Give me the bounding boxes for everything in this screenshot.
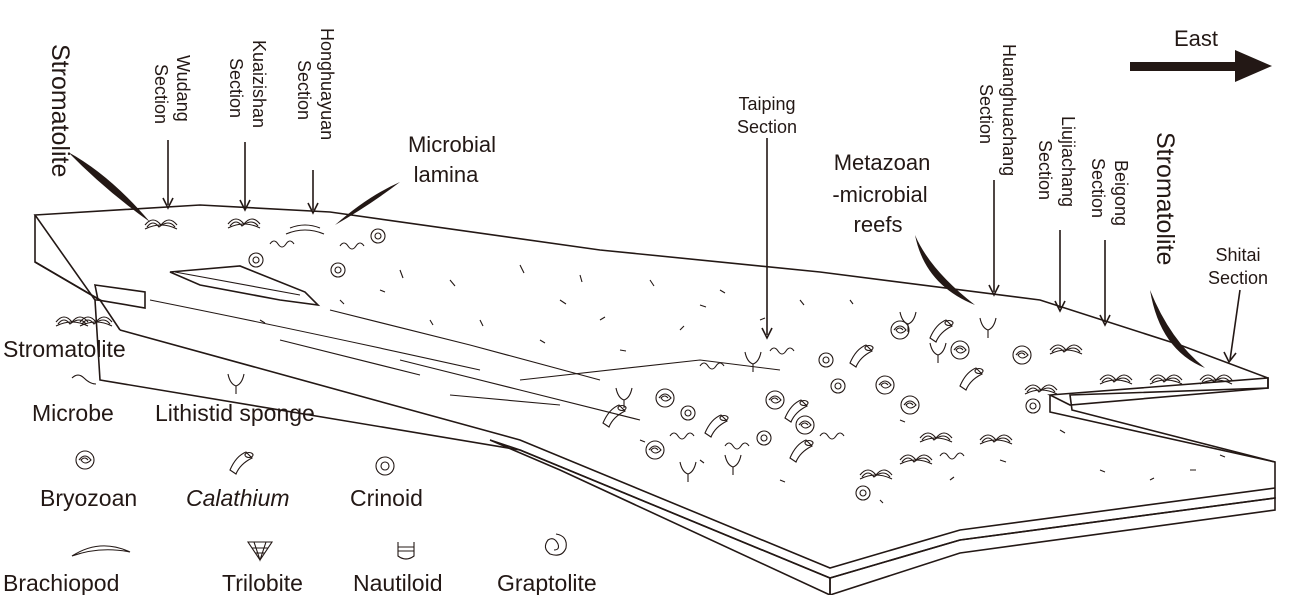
section-beigong-1: Beigong — [1111, 160, 1131, 226]
callout-microbial-lamina-2: lamina — [414, 162, 480, 187]
nautiloid-icon — [398, 542, 414, 559]
legend-microbe: Microbe — [32, 400, 114, 426]
legend-nautiloid: Nautiloid — [353, 570, 443, 595]
section-huanghuachang-2: Section — [976, 84, 996, 144]
sediment-texture — [260, 265, 1225, 503]
brachiopod-icon — [72, 546, 130, 556]
callout-metazoan-1: Metazoan — [834, 150, 931, 175]
section-wudang-2: Section — [151, 64, 171, 124]
crinoid-icon — [376, 457, 394, 475]
callout-metazoan-2: -microbial — [832, 182, 927, 207]
fossil-field — [145, 219, 1232, 500]
bryozoan-icon — [76, 451, 94, 469]
legend-graptolite: Graptolite — [497, 570, 597, 595]
calathium-icon — [230, 452, 253, 474]
callout-microbial-lamina-1: Microbial — [408, 132, 496, 157]
section-huanghuachang-1: Huanghuachang — [999, 44, 1019, 176]
legend: Stromatolite Microbe Lithistid sponge Br… — [3, 317, 597, 595]
section-beigong-2: Section — [1088, 158, 1108, 218]
section-liujiachang-1: Liujiachang — [1058, 116, 1078, 207]
legend-lithistid-sponge: Lithistid sponge — [155, 400, 315, 426]
microbe-icon — [72, 375, 96, 384]
lagoon-wedge — [170, 266, 318, 305]
section-wudang-1: Wudang — [173, 55, 193, 122]
section-taiping-2: Section — [737, 117, 797, 137]
section-honghuayuan-2: Section — [294, 60, 314, 120]
legend-crinoid: Crinoid — [350, 485, 423, 511]
legend-bryozoan: Bryozoan — [40, 485, 137, 511]
section-kuaizishan-2: Section — [226, 58, 246, 118]
stromatolite-icon — [56, 317, 112, 326]
section-kuaizishan-1: Kuaizishan — [249, 40, 269, 128]
callout-stromatolite-right: Stromatolite — [1151, 132, 1179, 265]
callout-stromatolite-left: Stromatolite — [46, 44, 74, 177]
direction-label: East — [1174, 26, 1218, 51]
callout-metazoan-3: reefs — [854, 212, 903, 237]
section-liujiachang-2: Section — [1035, 140, 1055, 200]
legend-brachiopod: Brachiopod — [3, 570, 119, 595]
legend-calathium: Calathium — [186, 485, 290, 511]
east-arrow: East — [1130, 26, 1272, 82]
section-shitai-1: Shitai — [1215, 245, 1260, 265]
legend-trilobite: Trilobite — [222, 570, 303, 595]
section-taiping-1: Taiping — [738, 94, 795, 114]
section-shitai-2: Section — [1208, 268, 1268, 288]
brick-face-front — [830, 498, 1275, 595]
trilobite-icon — [248, 542, 272, 560]
callout-pointers — [68, 152, 1205, 368]
legend-stromatolite: Stromatolite — [3, 336, 126, 362]
graptolite-icon — [545, 534, 566, 555]
section-honghuayuan-1: Honghuayuan — [317, 28, 337, 140]
lithistid-sponge-icon — [228, 374, 244, 394]
